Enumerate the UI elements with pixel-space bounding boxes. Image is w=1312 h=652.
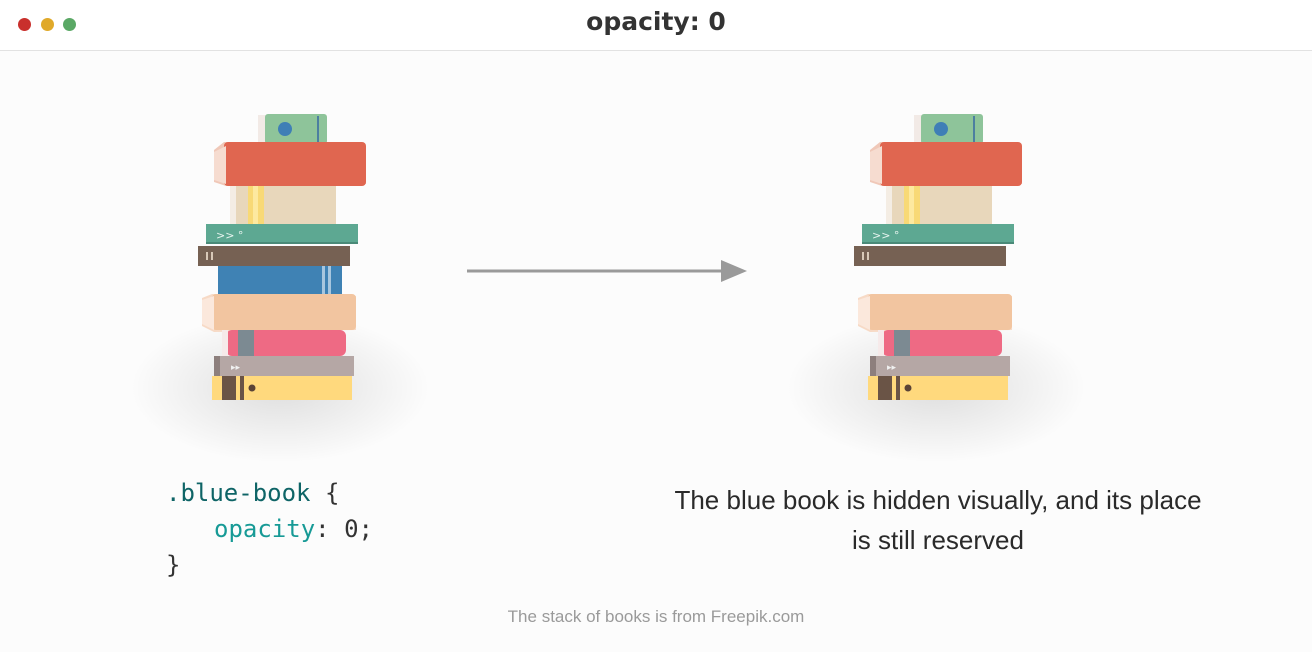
book-stack-before: >> ° ▸▸ bbox=[130, 108, 430, 468]
explanation-caption: The blue book is hidden visually, and it… bbox=[674, 485, 1202, 555]
css-colon: : bbox=[315, 515, 330, 543]
css-value: 0 bbox=[344, 515, 359, 543]
grey-book: ▸▸ bbox=[214, 356, 354, 376]
peach-book bbox=[202, 294, 356, 332]
green-book bbox=[914, 114, 983, 144]
beige-book bbox=[230, 186, 336, 226]
yellow-book bbox=[212, 376, 352, 400]
svg-text:>> °: >> ° bbox=[216, 229, 243, 242]
svg-text:▸▸: ▸▸ bbox=[231, 363, 241, 373]
peach-book bbox=[858, 294, 1012, 332]
red-book bbox=[870, 142, 1022, 186]
code-line-3: } bbox=[166, 547, 373, 583]
teal-book: >> ° bbox=[206, 224, 358, 244]
blue-book bbox=[218, 266, 342, 296]
pink-book bbox=[222, 330, 346, 356]
yellow-book bbox=[868, 376, 1008, 400]
close-brace: } bbox=[166, 551, 181, 579]
open-brace: { bbox=[324, 479, 340, 507]
book-stack-after: >> ° ▸▸ bbox=[786, 108, 1086, 468]
close-window-button[interactable] bbox=[18, 18, 31, 31]
css-code-snippet: .blue-book {opacity: 0;} bbox=[166, 475, 373, 583]
transition-arrow bbox=[465, 258, 749, 288]
svg-text:>> °: >> ° bbox=[872, 229, 899, 242]
window-title: opacity: 0 bbox=[586, 7, 726, 36]
brown-book bbox=[198, 246, 350, 266]
css-semicolon: ; bbox=[358, 515, 373, 543]
pink-book bbox=[878, 330, 1002, 356]
image-credit: The stack of books is from Freepik.com bbox=[507, 607, 805, 626]
red-book bbox=[214, 142, 366, 186]
svg-text:▸▸: ▸▸ bbox=[887, 363, 897, 373]
css-property: opacity bbox=[214, 515, 316, 543]
beige-book bbox=[886, 186, 992, 226]
brown-book bbox=[854, 246, 1006, 266]
maximize-window-button[interactable] bbox=[63, 18, 76, 31]
grey-book: ▸▸ bbox=[870, 356, 1010, 376]
code-line-1: .blue-book { bbox=[166, 475, 373, 511]
css-selector: .blue-book bbox=[166, 479, 311, 507]
minimize-window-button[interactable] bbox=[41, 18, 54, 31]
code-line-2: opacity: 0; bbox=[166, 511, 373, 547]
teal-book: >> ° bbox=[862, 224, 1014, 244]
window-titlebar: opacity: 0 bbox=[0, 0, 1312, 51]
green-book bbox=[258, 114, 327, 144]
